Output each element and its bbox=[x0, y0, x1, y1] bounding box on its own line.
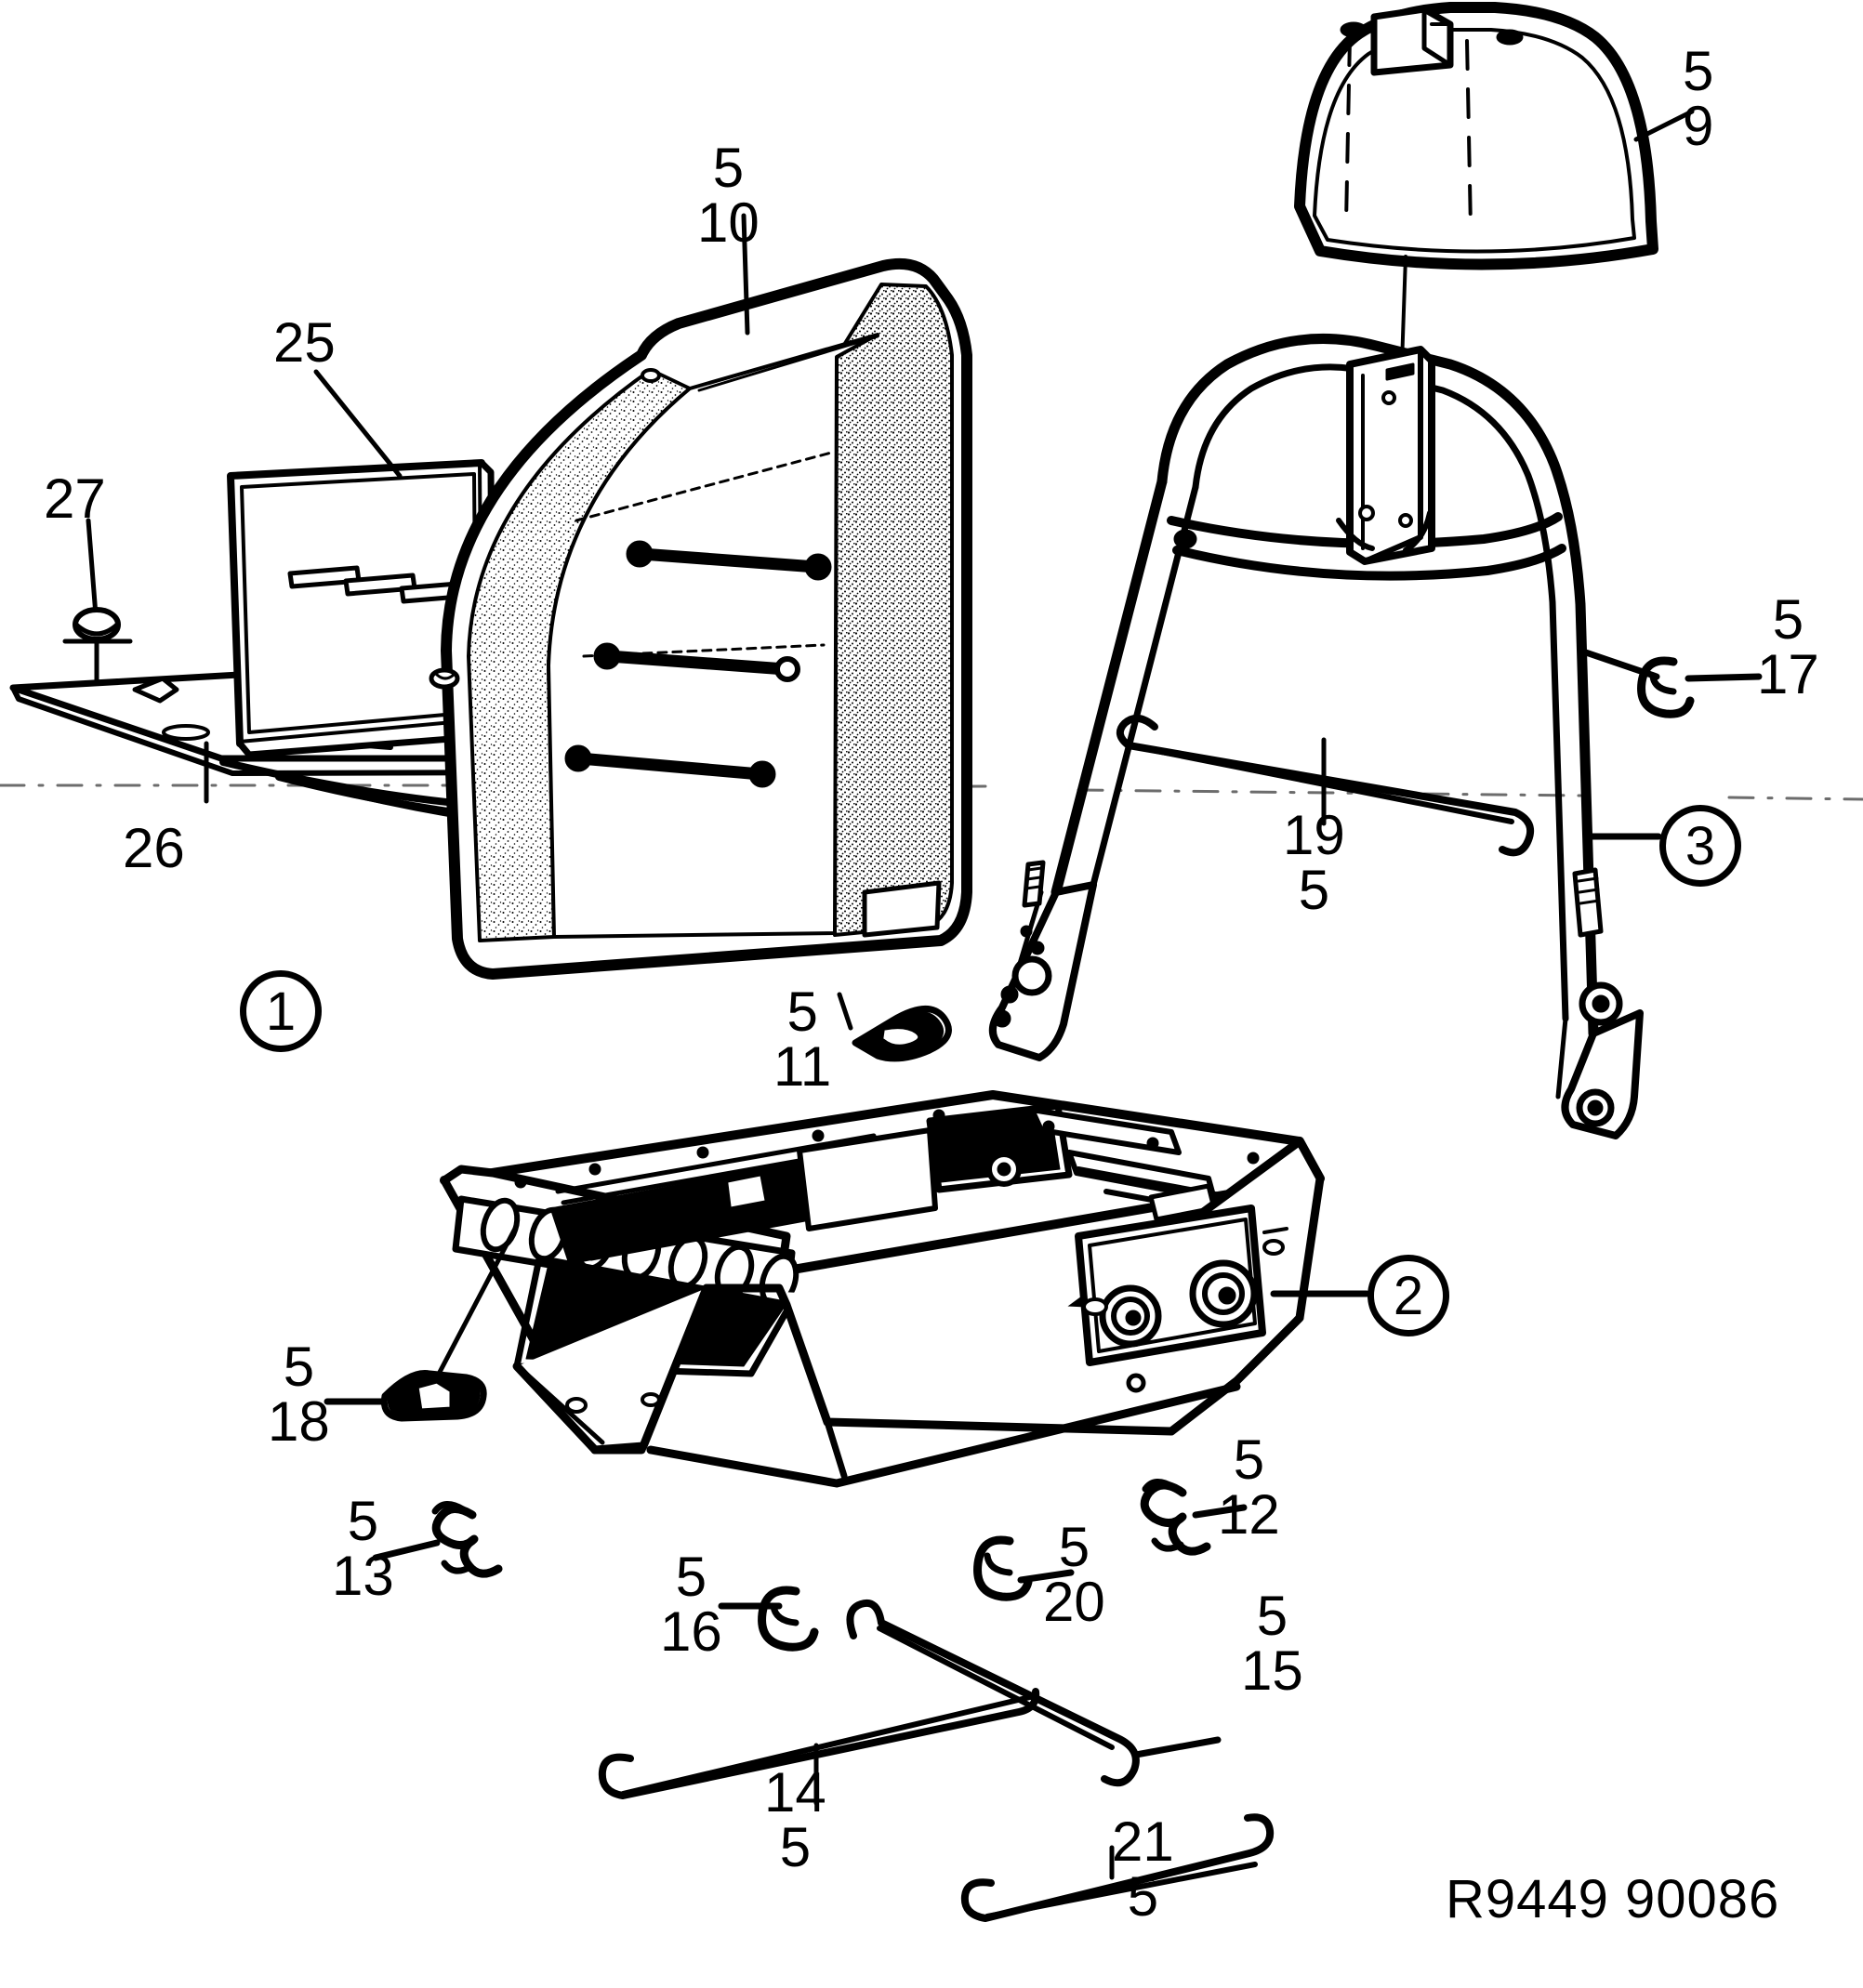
part-10-backrest-cushion bbox=[429, 213, 972, 980]
part-27-grommet bbox=[62, 518, 133, 685]
part-19-retaining-rod bbox=[1116, 714, 1535, 857]
callout-leader-lines bbox=[1320, 833, 1662, 1297]
part-2-seat-pan bbox=[440, 1090, 1328, 1488]
part-15-wire-rod bbox=[846, 1600, 1222, 1787]
item-label-27: 27 bbox=[44, 467, 106, 530]
part-20-c-clip bbox=[973, 1535, 1075, 1601]
item-label-25: 25 bbox=[273, 311, 336, 374]
part-17-c-clip bbox=[1577, 647, 1763, 718]
part-13-spring-clip bbox=[372, 1501, 503, 1578]
assembly-callout-2: 2 bbox=[1368, 1255, 1449, 1336]
part-21-wire-rod bbox=[960, 1813, 1275, 1922]
part-3-backrest-frame bbox=[989, 333, 1644, 1139]
item-label-26: 26 bbox=[123, 817, 185, 879]
drawing-code: R9449 90086 bbox=[1446, 1869, 1780, 1929]
assembly-callout-3: 3 bbox=[1659, 805, 1741, 887]
part-16-c-clip bbox=[718, 1586, 819, 1652]
part-14-wire-rod bbox=[598, 1688, 1040, 1806]
part-9-headrest-cover bbox=[1294, 2, 1695, 366]
assembly-callout-1: 1 bbox=[240, 970, 322, 1052]
part-12-spring-clip bbox=[1140, 1479, 1248, 1556]
part-11-clip bbox=[837, 992, 952, 1062]
part-18-clip bbox=[324, 1222, 520, 1422]
